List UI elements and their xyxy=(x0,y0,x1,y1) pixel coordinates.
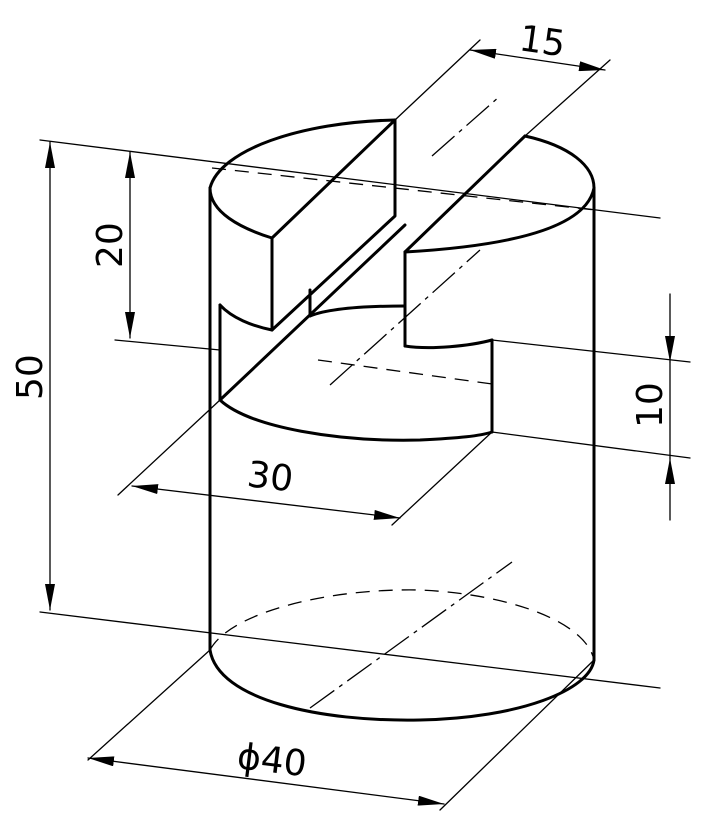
slot-floor-edge xyxy=(218,223,407,402)
bottom-centerline xyxy=(309,561,513,709)
top-face xyxy=(208,118,596,254)
dim-label-30: 30 xyxy=(245,454,295,500)
top-left-front-arc xyxy=(208,186,274,240)
cylinder-bottom-hidden-arc xyxy=(209,589,595,661)
dim-label-10: 10 xyxy=(630,382,671,428)
ext-bottom-level xyxy=(39,611,661,689)
dim-label-diameter: ϕ40 xyxy=(235,736,309,785)
dim-line-30 xyxy=(131,484,401,520)
slot-bottom-arc xyxy=(218,398,494,442)
ext-15-left xyxy=(394,39,481,121)
ext-10-top xyxy=(491,339,691,363)
ext-diam-right xyxy=(439,659,595,811)
left-block xyxy=(218,118,397,402)
right-block-bottom-arc xyxy=(403,338,494,350)
ext-top-level xyxy=(39,139,661,219)
cylinder-bottom-visible-arc xyxy=(208,648,596,722)
slot-left-notch xyxy=(218,303,274,332)
right-block xyxy=(403,134,527,350)
dimension-lines xyxy=(45,48,675,806)
ext-30-left xyxy=(117,399,221,496)
ext-10-bottom xyxy=(491,431,691,459)
dim-line-diameter xyxy=(87,756,445,806)
mid-centerline xyxy=(329,249,481,386)
slot-floor xyxy=(218,223,494,442)
dim-label-15: 15 xyxy=(517,18,568,65)
top-right-front-arc xyxy=(403,186,596,254)
ext-15-right xyxy=(524,59,611,137)
ext-30-right xyxy=(391,431,493,526)
ext-diam-left xyxy=(87,649,211,761)
centerlines xyxy=(309,95,513,709)
slot-back-arc xyxy=(308,304,407,318)
dim-label-20: 20 xyxy=(90,222,131,268)
dim-line-15 xyxy=(469,48,606,72)
left-block-outline xyxy=(270,118,397,332)
top-right-back-arc xyxy=(523,134,596,190)
top-hidden-line xyxy=(211,167,596,211)
cylinder-body xyxy=(208,186,596,722)
dimension-labels: 15 20 50 10 30 ϕ40 xyxy=(10,18,671,785)
extension-lines xyxy=(39,39,691,811)
slot-hidden-line xyxy=(317,359,493,385)
top-left-back-arc xyxy=(208,118,397,190)
dim-label-50: 50 xyxy=(10,354,51,400)
top-centerline xyxy=(431,95,501,157)
ext-20-bottom xyxy=(114,339,221,351)
